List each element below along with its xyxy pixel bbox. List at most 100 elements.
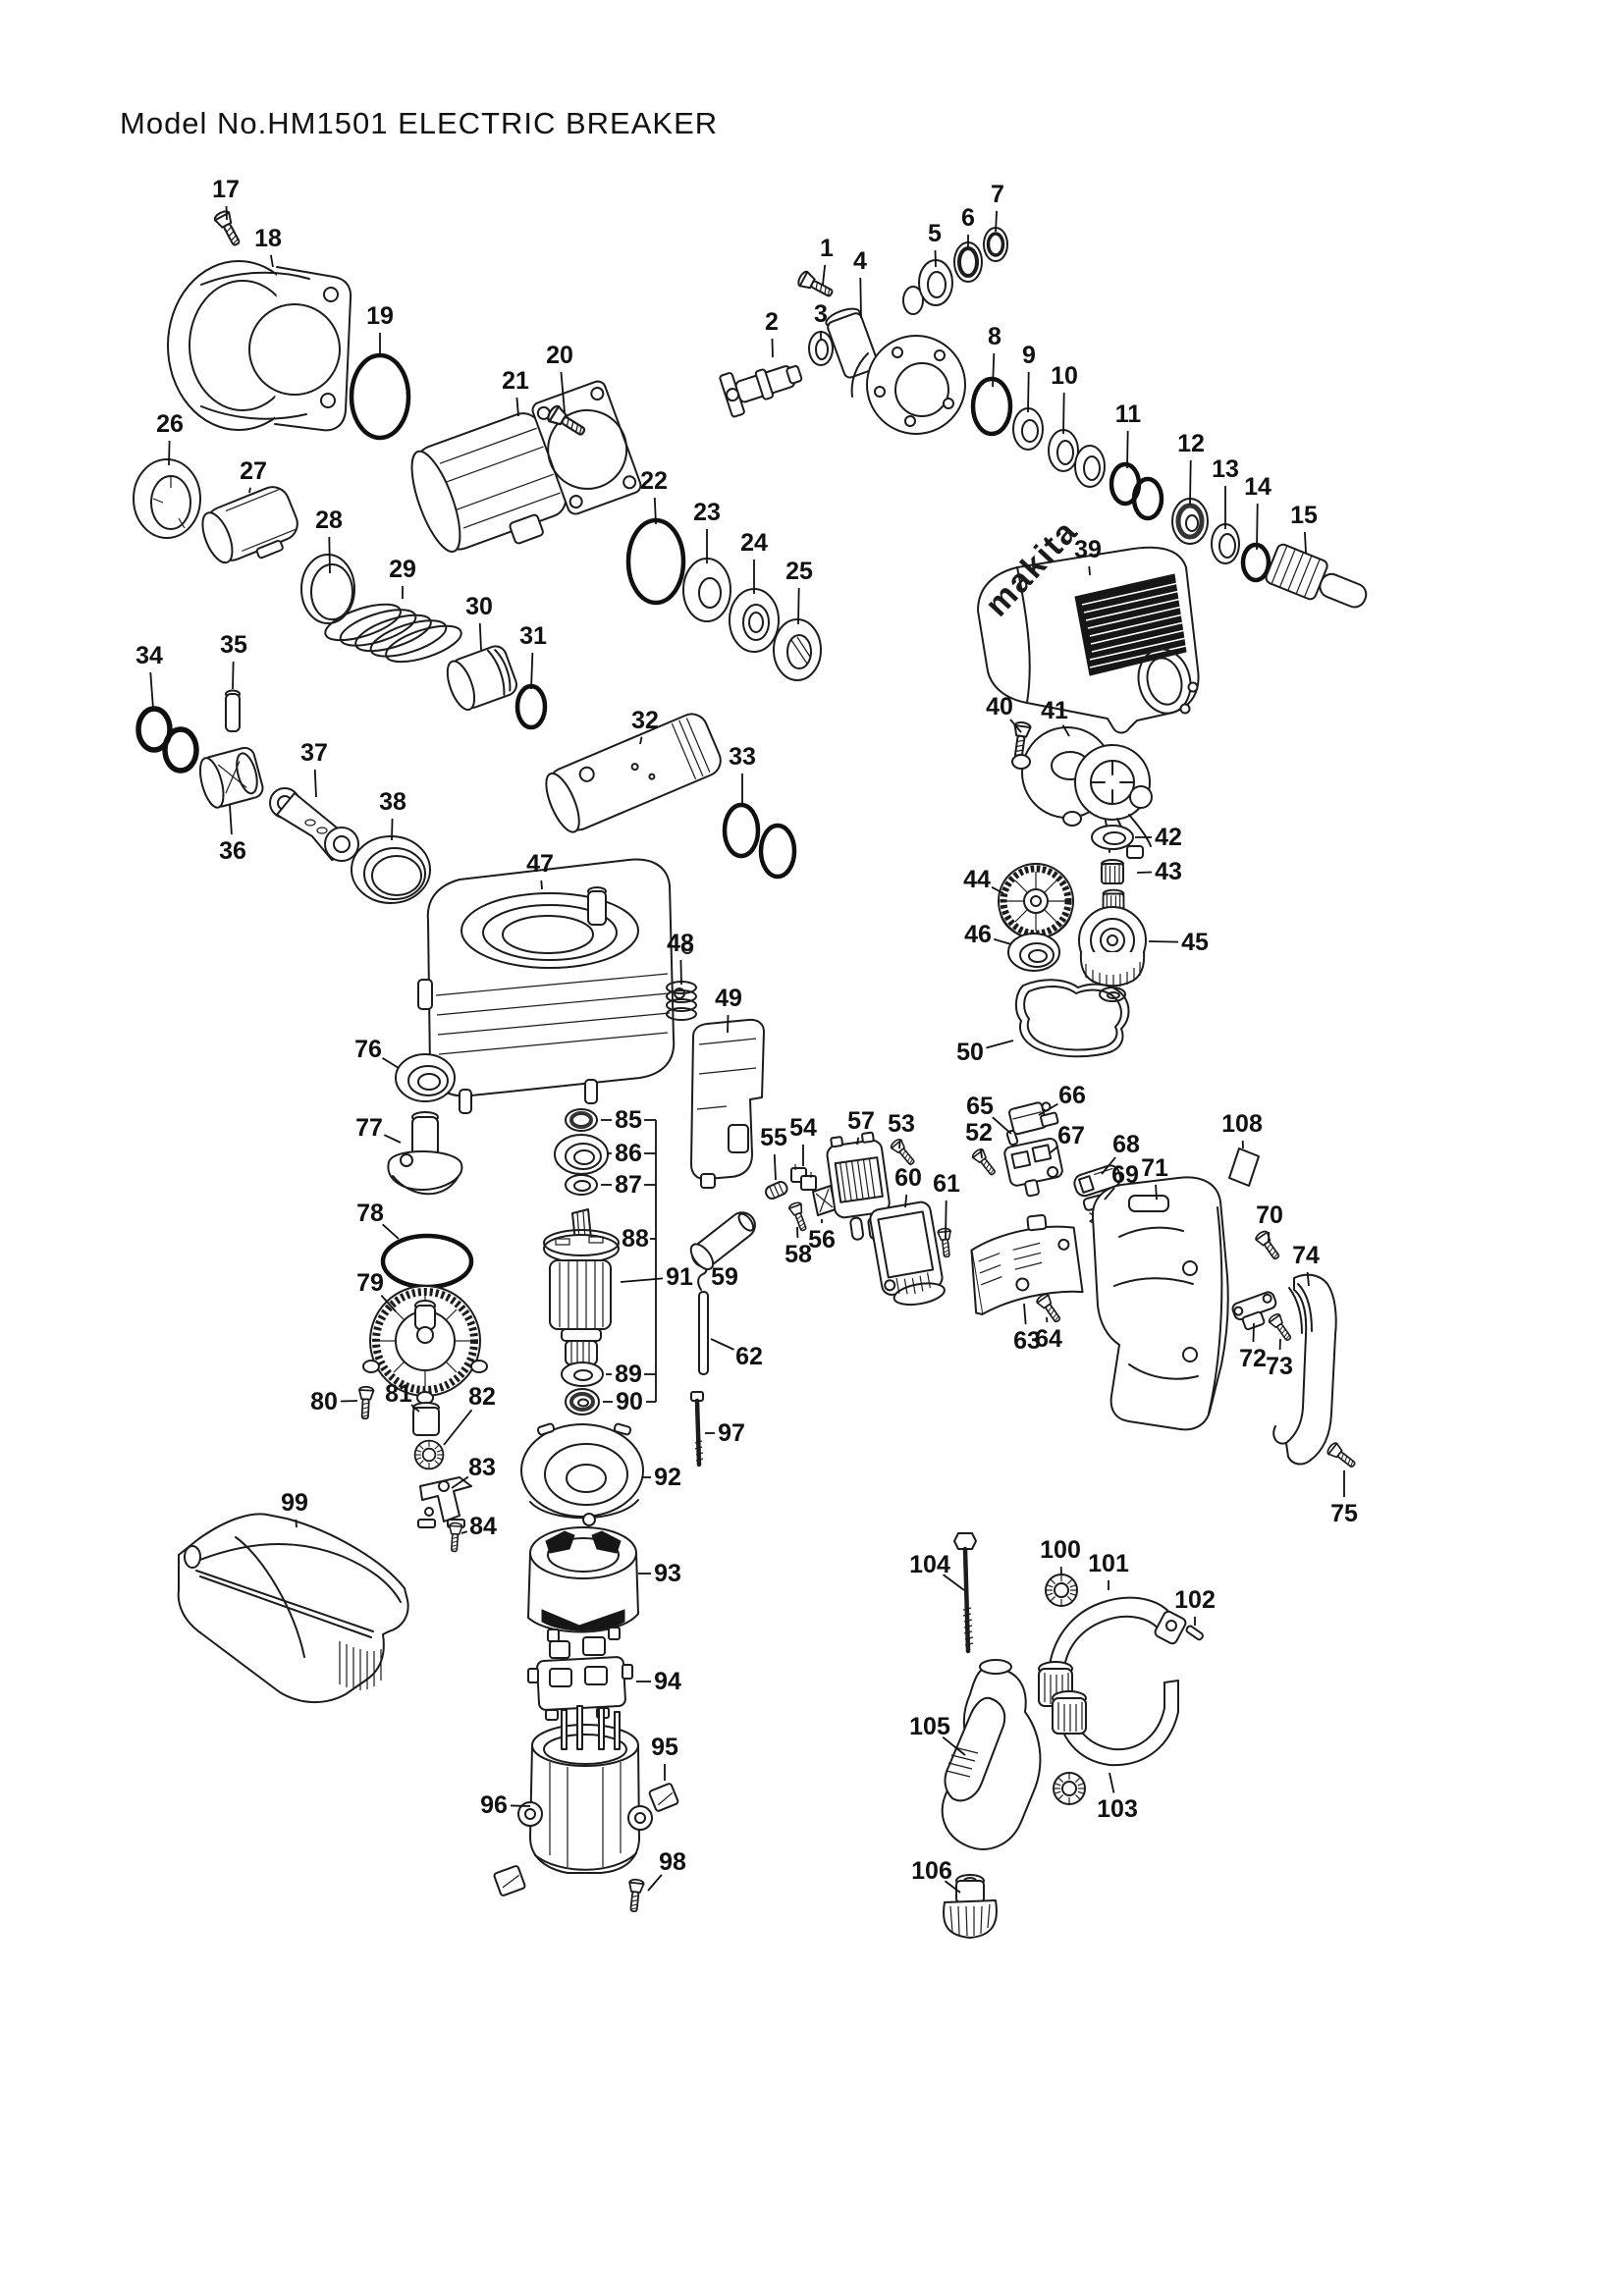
part-label-8: 8 — [988, 323, 1001, 350]
part-label-9: 9 — [1022, 342, 1036, 369]
part-23-washer-art — [682, 558, 731, 622]
part-label-23: 23 — [693, 499, 721, 526]
part-label-99: 99 — [281, 1489, 308, 1517]
part-25-ring-art — [773, 618, 822, 681]
part-label-78: 78 — [356, 1200, 384, 1227]
part-79-crankgear-art — [362, 1285, 488, 1405]
part-label-101: 101 — [1088, 1550, 1129, 1577]
part-leader-8 — [992, 352, 996, 388]
part-label-15: 15 — [1290, 502, 1318, 529]
part-71-handle-art — [1091, 1176, 1229, 1431]
part-78-oring-art — [380, 1233, 474, 1290]
part-leader-79 — [380, 1295, 397, 1312]
part-leader-81 — [410, 1404, 420, 1413]
part-leader-69 — [1104, 1187, 1115, 1201]
part-106-knob-art — [943, 1874, 998, 1939]
part-leader-15 — [1303, 531, 1307, 554]
part-leader-53 — [898, 1140, 901, 1149]
part-38-ring-art — [351, 835, 431, 904]
part-label-14: 14 — [1244, 473, 1271, 501]
part-leader-55 — [773, 1153, 777, 1181]
part-9-washer-art — [1012, 407, 1044, 451]
part-label-64: 64 — [1035, 1325, 1062, 1353]
part-label-54: 54 — [789, 1114, 817, 1142]
part-93-stator-art — [527, 1526, 639, 1642]
part-label-91: 91 — [666, 1263, 693, 1291]
part-15-fitting-art — [1265, 543, 1368, 609]
part-label-95: 95 — [651, 1734, 678, 1761]
part-label-40: 40 — [986, 693, 1013, 721]
part-leader-18 — [270, 254, 274, 268]
part-label-10: 10 — [1051, 362, 1078, 390]
part-85-seal-art — [565, 1108, 598, 1132]
part-103-clamp-lower-art — [1052, 1680, 1179, 1805]
part-73-screw-art — [1267, 1311, 1295, 1344]
part-label-60: 60 — [894, 1164, 922, 1192]
part-label-71: 71 — [1141, 1154, 1168, 1182]
part-label-45: 45 — [1181, 929, 1209, 956]
part-label-72: 72 — [1239, 1345, 1267, 1372]
part-17-screw-art — [212, 208, 245, 249]
label-bracket-85-90 — [644, 1119, 657, 1403]
part-12-bearing-art — [1171, 498, 1209, 545]
part-leader-49 — [727, 1014, 730, 1034]
part-33-orings-art — [722, 802, 797, 880]
part-label-1: 1 — [820, 235, 834, 262]
part-66-switch-art — [1007, 1101, 1059, 1136]
part-leader-60 — [904, 1194, 908, 1208]
part-leader-7 — [995, 210, 999, 233]
part-leader-48 — [679, 959, 682, 986]
part-label-33: 33 — [729, 743, 756, 771]
part-18-housing-art — [167, 260, 352, 432]
part-label-53: 53 — [888, 1110, 915, 1138]
part-label-43: 43 — [1155, 858, 1182, 885]
part-26-ring-art — [133, 458, 201, 539]
part-34-orings-art — [135, 706, 199, 774]
part-label-18: 18 — [254, 225, 282, 252]
part-leader-21 — [515, 397, 519, 417]
part-leader-36 — [229, 804, 233, 835]
part-label-76: 76 — [354, 1036, 382, 1063]
part-21-motor-art — [410, 380, 642, 553]
part-49-bracket-art — [690, 1018, 765, 1189]
part-label-108: 108 — [1221, 1110, 1263, 1138]
part-leader-76 — [382, 1057, 400, 1069]
part-54-terminal-art — [790, 1164, 817, 1191]
part-leader-78 — [382, 1223, 400, 1240]
part-100-nut-art — [1045, 1574, 1078, 1607]
part-41-crankcap-art — [1011, 726, 1153, 859]
part-label-2: 2 — [765, 308, 779, 336]
part-24-seal-art — [729, 588, 780, 653]
part-leader-4 — [859, 277, 862, 319]
part-leader-63 — [1023, 1303, 1027, 1325]
part-leader-11 — [1126, 430, 1129, 469]
part-67-switchbase-art — [1003, 1137, 1063, 1198]
part-label-59: 59 — [711, 1263, 738, 1291]
part-label-32: 32 — [631, 707, 659, 734]
part-65-pin-art — [1005, 1129, 1019, 1147]
part-4-cap-art — [825, 307, 966, 435]
part-36-striker-art — [198, 746, 264, 809]
part-label-57: 57 — [847, 1107, 875, 1135]
part-label-46: 46 — [964, 921, 992, 948]
part-label-67: 67 — [1057, 1122, 1085, 1149]
part-19-oring-art — [349, 352, 411, 441]
part-29-spring-art — [324, 603, 462, 664]
part-45-clutch-art — [1078, 906, 1147, 988]
part-52-screw-art — [970, 1147, 1000, 1179]
part-label-97: 97 — [718, 1419, 745, 1447]
part-leader-50 — [986, 1040, 1014, 1049]
part-label-5: 5 — [928, 220, 942, 247]
part-leader-96 — [510, 1804, 531, 1807]
part-leader-10 — [1062, 392, 1065, 435]
part-46-bearing-art — [1007, 933, 1060, 972]
part-leader-35 — [232, 661, 235, 690]
part-98-screw-art — [625, 1878, 645, 1913]
part-label-98: 98 — [659, 1848, 686, 1876]
part-72-connector-art — [1231, 1291, 1277, 1331]
part-44-gear-art — [998, 863, 1074, 939]
part-label-42: 42 — [1155, 824, 1182, 851]
part-label-104: 104 — [909, 1551, 950, 1578]
